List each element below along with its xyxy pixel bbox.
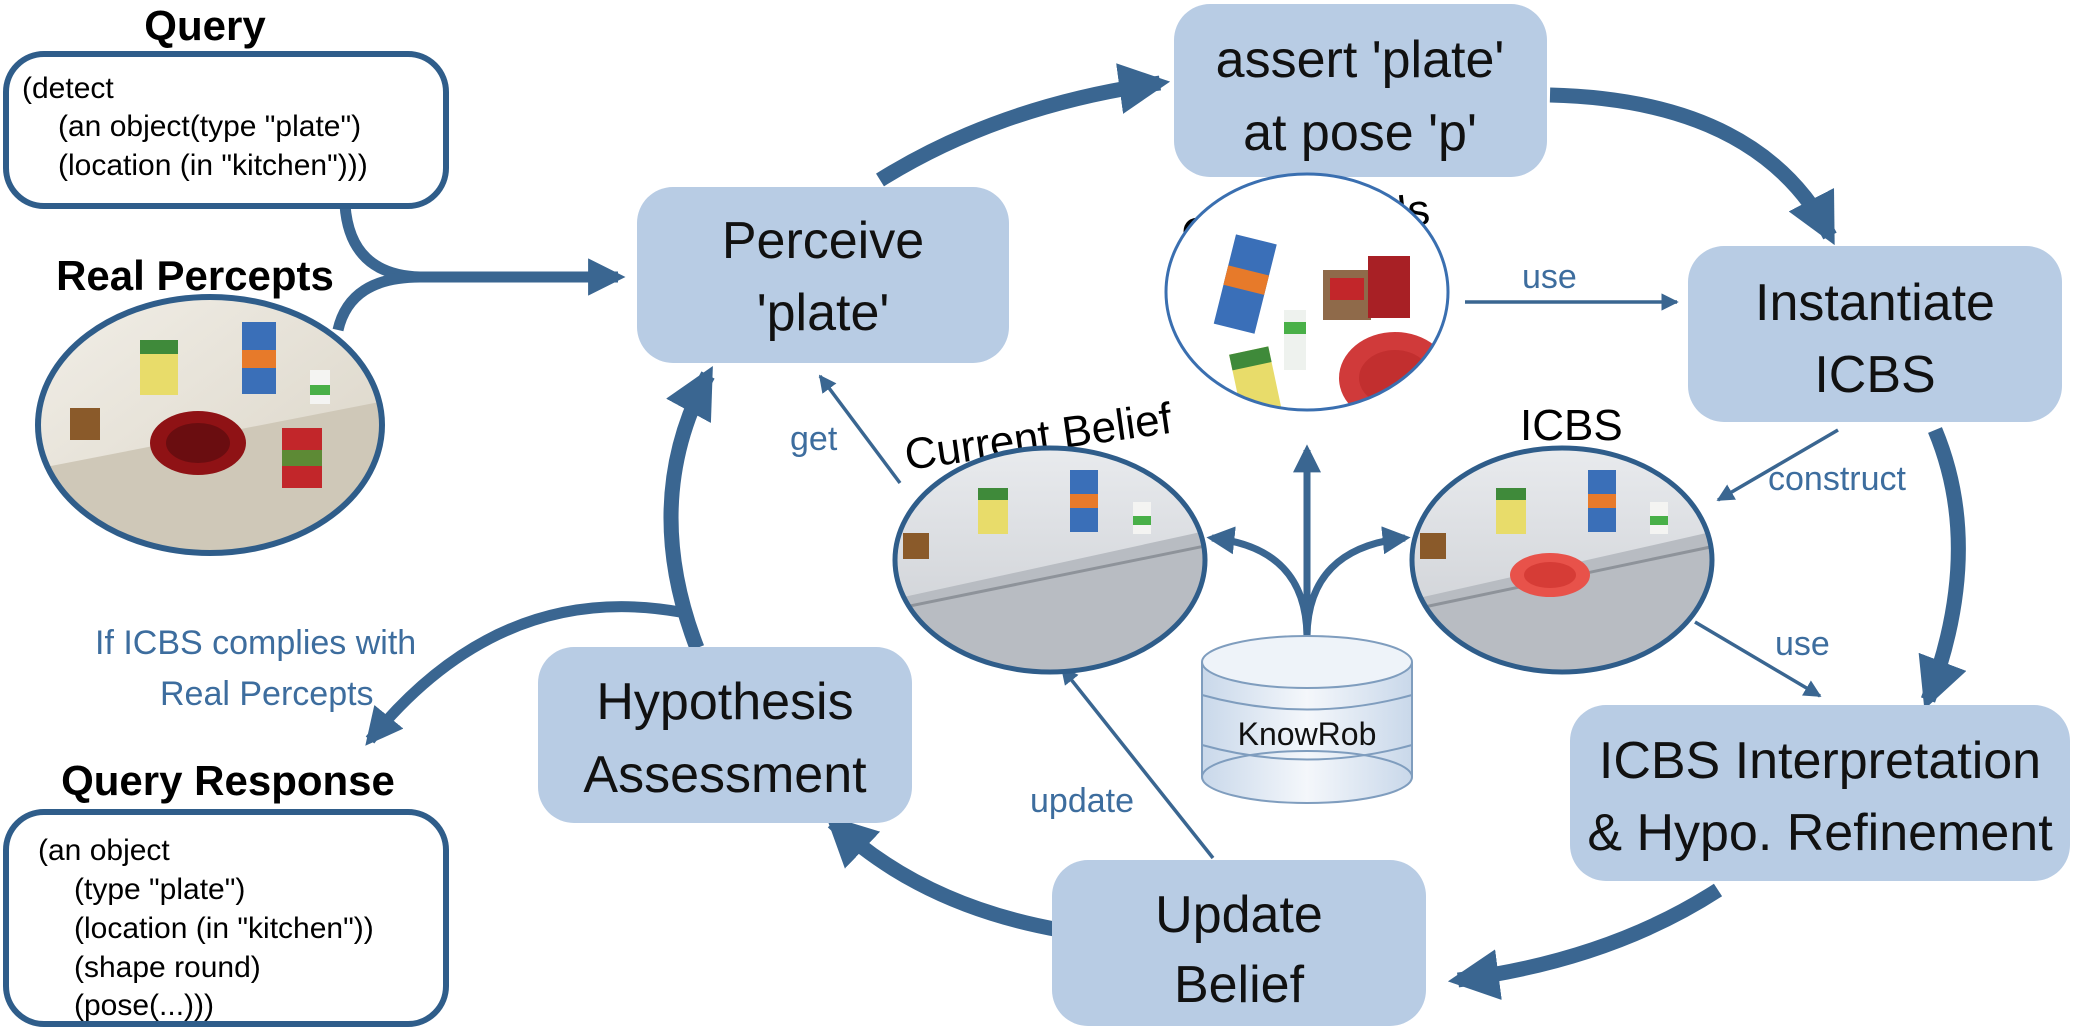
edge-label-use-icbs: use: [1775, 625, 1830, 663]
node-interpretation-line-2: & Hypo. Refinement: [1587, 804, 2053, 862]
query-box: (detect (an object(type "plate") (locati…: [3, 51, 449, 209]
node-perceive: Perceive 'plate': [637, 187, 1009, 363]
edge-label-construct: construct: [1768, 460, 1906, 498]
node-hypothesis-line-1: Hypothesis: [596, 673, 853, 731]
edge-label-get: get: [790, 420, 838, 458]
arrow-interpretation-to-update: [1447, 883, 1723, 1000]
arrow-instantiate-to-icbs: [1716, 428, 1839, 502]
node-update-belief: Update Belief: [1052, 860, 1426, 1026]
cycle-arrows: [332, 63, 1967, 1000]
icbs-title: ICBS: [1520, 401, 1623, 450]
response-line-4: (shape round): [74, 951, 261, 984]
response-line-2: (type "plate"): [74, 873, 245, 906]
arrow-belief-to-perceive: [818, 374, 902, 485]
arrow-hypothesis-to-perceive: [663, 366, 715, 651]
current-belief-image: [892, 445, 1208, 675]
query-response-box: (an object (type "plate") (location (in …: [3, 809, 449, 1027]
node-hypothesis-line-2: Assessment: [583, 746, 867, 804]
node-perceive-line-1: Perceive: [722, 212, 924, 270]
node-instantiate-line-2: ICBS: [1814, 346, 1935, 404]
real-percepts-image: [35, 294, 385, 556]
node-update-belief-line-1: Update: [1155, 886, 1323, 944]
arrow-perceive-to-assert: [876, 63, 1171, 187]
node-instantiate-line-1: Instantiate: [1755, 274, 1995, 332]
response-line-3: (location (in "kitchen")): [74, 912, 374, 945]
node-perceive-line-2: 'plate': [757, 284, 890, 342]
arrow-query-to-perceive: [339, 204, 626, 296]
arrow-percepts-to-perceive: [332, 271, 421, 332]
arrow-instantiate-to-interpretation: [1918, 427, 1967, 710]
knowrob-label: KnowRob: [1238, 716, 1377, 752]
response-line-1: (an object: [38, 834, 170, 867]
node-interpretation-line-1: ICBS Interpretation: [1599, 732, 2041, 790]
arrow-hypothesis-to-response: [365, 601, 681, 746]
thin-arrows: [818, 293, 1839, 860]
icbs-image: [1409, 445, 1715, 675]
node-assert-line-1: assert 'plate': [1216, 31, 1505, 89]
real-percepts-heading: Real Percepts: [56, 252, 334, 299]
node-hypothesis: Hypothesis Assessment: [538, 647, 912, 823]
cad-models-image: [1164, 172, 1450, 412]
query-line-3: (location (in "kitchen"))): [58, 149, 368, 182]
node-assert-line-2: at pose 'p': [1243, 104, 1477, 162]
condition-line-1: If ICBS complies with: [95, 624, 416, 662]
knowrob-database-icon: KnowRob: [1201, 635, 1413, 804]
response-line-5: (pose(...))): [74, 989, 214, 1022]
arrow-knowrob-to-belief: [1206, 526, 1311, 639]
edge-label-use-cad: use: [1522, 258, 1577, 296]
node-interpretation: ICBS Interpretation & Hypo. Refinement: [1570, 705, 2070, 881]
node-update-belief-line-2: Belief: [1174, 956, 1305, 1014]
arrow-assert-to-instantiate: [1549, 87, 1837, 246]
condition-line-2: Real Percepts: [160, 675, 374, 713]
edge-label-update: update: [1030, 782, 1134, 820]
arrow-knowrob-to-icbs: [1303, 526, 1411, 639]
arrow-icbs-to-interpretation: [1694, 620, 1822, 698]
arrow-update-to-hypothesis: [825, 814, 1062, 938]
node-assert: assert 'plate' at pose 'p': [1174, 4, 1547, 177]
query-heading: Query: [144, 2, 266, 49]
node-instantiate: Instantiate ICBS: [1688, 246, 2062, 422]
query-line-1: (detect: [22, 72, 114, 105]
query-response-heading: Query Response: [61, 757, 395, 804]
arrow-update-to-belief: [1060, 666, 1215, 860]
query-line-2: (an object(type "plate"): [58, 110, 361, 143]
